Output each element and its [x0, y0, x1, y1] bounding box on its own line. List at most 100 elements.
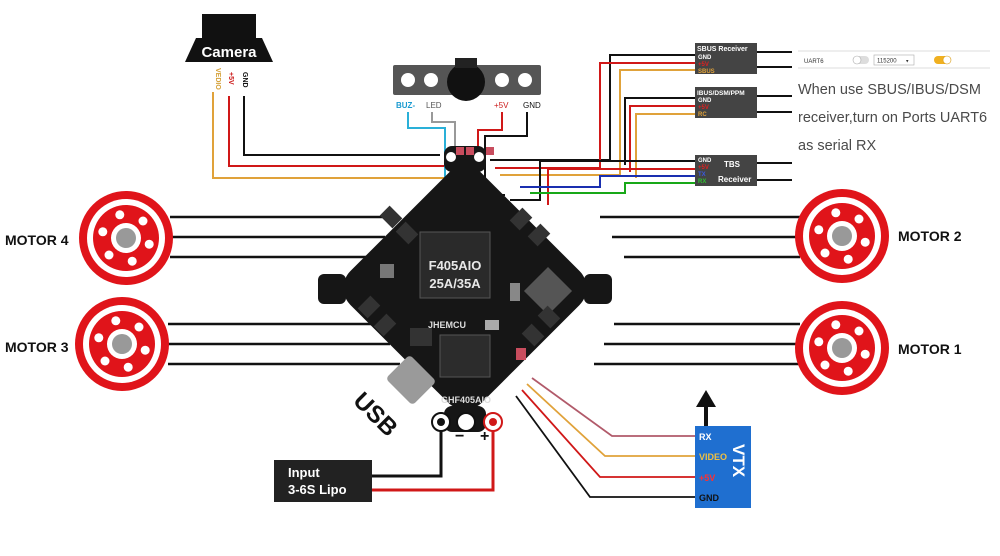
motor-vent	[94, 333, 104, 343]
tbs-pin-tx: TX	[698, 172, 706, 178]
buzzer-icon	[447, 63, 485, 101]
motor-vent	[831, 208, 841, 218]
motor-vent	[140, 345, 150, 355]
uart6-settings: UART6 115200 ▾	[798, 50, 990, 69]
antenna-icon	[696, 390, 716, 407]
motor-vent	[860, 349, 870, 359]
ibus-receiver: IBUS/DSM/PPM GND +5V RC	[695, 87, 792, 118]
camera-pin-5v: +5V	[227, 72, 234, 85]
motor-vent	[111, 316, 121, 326]
receiver-wires	[490, 54, 695, 205]
motor-vent	[115, 210, 125, 220]
ibus-pin-rc: RC	[698, 112, 707, 118]
motor-vent	[814, 337, 824, 347]
battery-input: Input 3-6S Lipo	[274, 460, 372, 502]
motor-vent	[144, 239, 154, 249]
board-model: GHF405AIO	[441, 395, 491, 405]
motor-2: MOTOR 2	[795, 189, 962, 283]
motor-1-label: MOTOR 1	[898, 341, 962, 357]
sbus-pin-gnd: GND	[698, 55, 712, 61]
motor-vent	[127, 256, 137, 266]
battery-pads: − +	[431, 412, 503, 445]
uart-toggle-on[interactable]	[934, 55, 952, 65]
vtx-wires	[515, 377, 695, 498]
battery-line1: Input	[288, 465, 320, 480]
buzzer-pin-labels: BUZ- LED +5V GND	[396, 101, 541, 110]
uart-toggle-off[interactable]	[852, 55, 869, 65]
motor-vent	[104, 250, 114, 260]
camera: Camera	[185, 14, 273, 62]
motor-vent	[123, 362, 133, 372]
uart-port-label: UART6	[804, 59, 824, 65]
tbs-pin-5v: +5V	[698, 165, 709, 171]
motor-2-label: MOTOR 2	[898, 228, 962, 244]
buzzer-pin-gnd: GND	[523, 101, 541, 110]
usb-label: USB	[348, 387, 403, 442]
motor-icon	[795, 189, 889, 283]
motor-3: MOTOR 3	[5, 297, 169, 391]
motor-shaft	[832, 226, 852, 246]
motor-icon	[795, 301, 889, 395]
ibus-pin-5v: +5V	[698, 105, 709, 111]
power-wires	[372, 430, 495, 492]
motor-vent	[134, 322, 144, 332]
motor-shaft	[116, 228, 136, 248]
uart-baud-value: 115200	[877, 59, 897, 65]
motor-1: MOTOR 1	[795, 301, 962, 395]
chip-label-line1: F405AIO	[429, 258, 482, 273]
ibus-title: IBUS/DSM/PPM	[697, 90, 745, 97]
vtx-pin-5v: +5V	[699, 473, 715, 483]
motor-vent	[843, 254, 853, 264]
motor-icon	[75, 297, 169, 391]
sbus-receiver: SBUS Receiver GND +5V SBUS	[695, 43, 792, 75]
motor-vent	[820, 248, 830, 258]
motor-vent	[98, 227, 108, 237]
sbus-pin-5v: +5V	[698, 62, 709, 68]
motor-vent	[100, 356, 110, 366]
tbs-title: TBS	[724, 160, 741, 169]
camera-wires	[212, 92, 450, 179]
tbs-pin-gnd: GND	[698, 158, 712, 164]
motor-4-label: MOTOR 4	[5, 232, 69, 248]
sbus-pin-sbus: SBUS	[698, 69, 715, 75]
vtx-module: RX VIDEO +5V GND VTX	[695, 390, 751, 508]
motor-shaft	[112, 334, 132, 354]
vtx-label: VTX	[729, 444, 748, 478]
motor-vent	[820, 360, 830, 370]
buzzer-module	[393, 58, 541, 101]
vtx-pin-video: VIDEO	[699, 452, 727, 462]
motor-vent	[860, 237, 870, 247]
ibus-pin-gnd: GND	[698, 98, 712, 104]
buzzer-pin-buz: BUZ-	[396, 101, 415, 110]
motor-4: MOTOR 4	[5, 191, 173, 285]
tbs-receiver: GND +5V TX RX TBS Receiver	[695, 155, 792, 186]
uart-baud-select[interactable]: 115200 ▾	[873, 54, 915, 66]
camera-pin-video: VEDIO	[214, 68, 221, 90]
camera-label: Camera	[201, 44, 257, 61]
camera-pin-labels: VEDIO +5V GND	[214, 68, 248, 90]
motor-vent	[138, 216, 148, 226]
motor-icon	[79, 191, 173, 285]
chip-label-line2: 25A/35A	[429, 276, 481, 291]
uart6-note: When use SBUS/IBUS/DSM receiver,turn on …	[798, 82, 988, 154]
vtx-pin-gnd: GND	[699, 493, 720, 503]
motor-vent	[843, 366, 853, 376]
motor-shaft	[832, 338, 852, 358]
motor-vent	[814, 225, 824, 235]
battery-line2: 3-6S Lipo	[288, 482, 347, 497]
chevron-down-icon: ▾	[906, 59, 909, 65]
tbs-pin-rx: RX	[698, 179, 706, 185]
motor-vent	[854, 214, 864, 224]
sbus-title: SBUS Receiver	[697, 46, 748, 53]
buzzer-pin-led: LED	[426, 101, 442, 110]
positive-pad-label: +	[480, 428, 489, 445]
buzzer-pin-5v: +5V	[494, 101, 509, 110]
motor-3-label: MOTOR 3	[5, 339, 69, 355]
board-brand: JHEMCU	[428, 320, 466, 330]
vtx-pin-rx: RX	[699, 432, 712, 442]
motor-wires	[168, 215, 800, 366]
motor-vent	[831, 320, 841, 330]
tbs-subtitle: Receiver	[718, 175, 751, 184]
negative-pad-label: −	[455, 428, 464, 445]
flight-controller-board: F405AIO 25A/35A JHEMCU GHF405AIO	[318, 146, 612, 432]
